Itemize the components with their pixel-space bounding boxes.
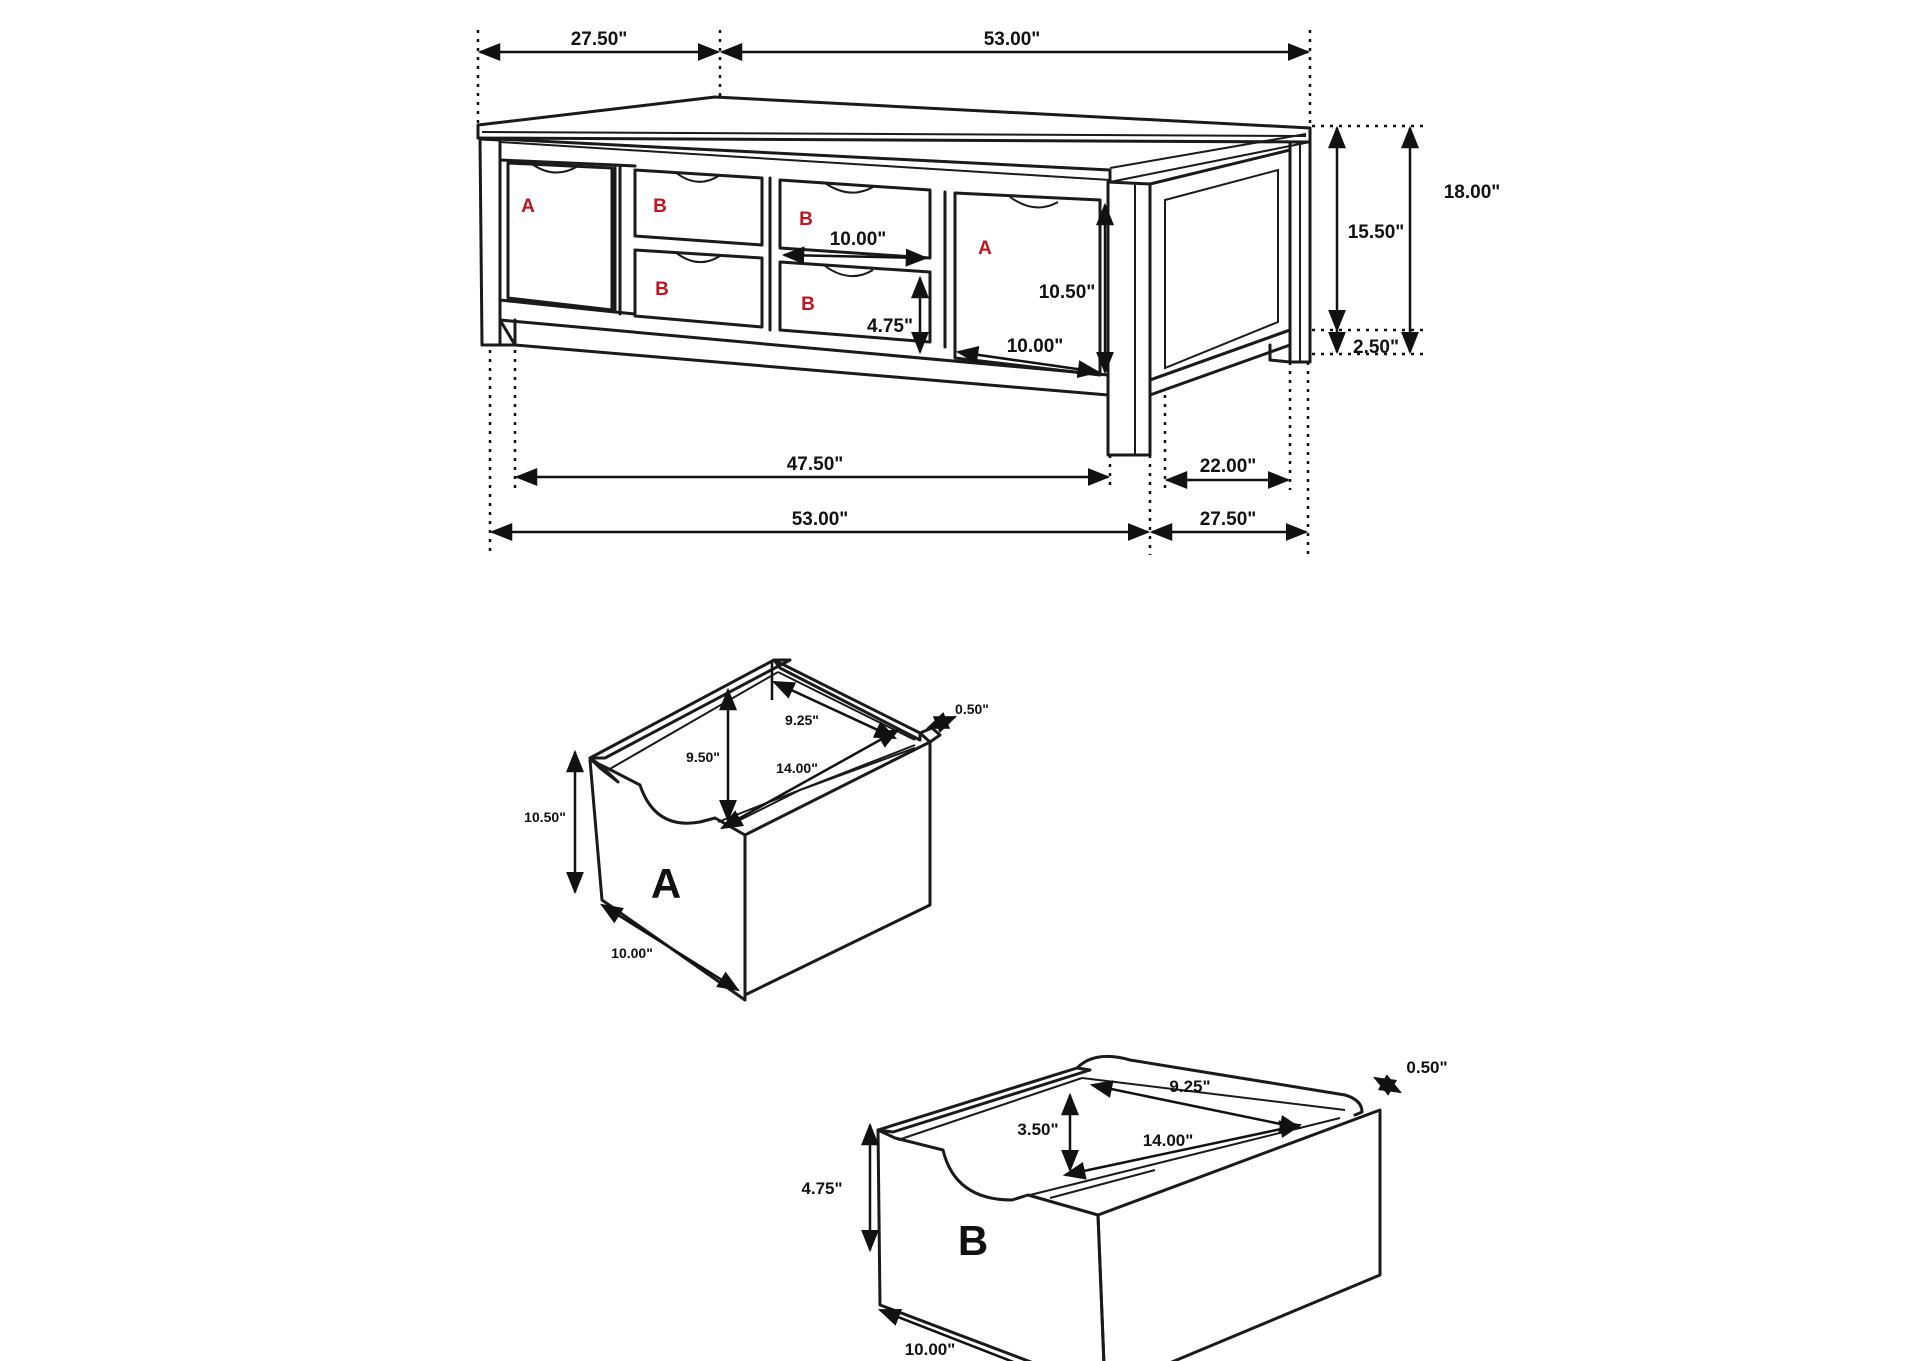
drawer-a-labels: 10.50" 10.00" 9.50" 9.25" 14.00" 0.50" A bbox=[524, 701, 989, 961]
drawer-b-drawing bbox=[876, 1054, 1382, 1361]
base-rail bbox=[498, 318, 1110, 397]
dim-drawer-b-width: 10.00" bbox=[830, 229, 887, 250]
dim-inner-depth: 22.00" bbox=[1200, 456, 1257, 477]
table-dimensions bbox=[476, 30, 1425, 555]
dim-drawer-b-height: 4.75" bbox=[867, 316, 913, 337]
dim-a-thickness: 0.50" bbox=[955, 701, 989, 717]
dim-body-height: 15.50" bbox=[1348, 222, 1405, 243]
drawer-b-bottom-1 bbox=[633, 248, 764, 329]
dim-leg-clearance: 2.50" bbox=[1353, 337, 1399, 358]
dim-total-height: 18.00" bbox=[1444, 182, 1501, 203]
dim-b-inner-width: 9.25" bbox=[1169, 1077, 1210, 1096]
dim-b-inner-height: 3.50" bbox=[1017, 1120, 1058, 1139]
label-drawer-b-top-2: B bbox=[799, 209, 813, 230]
dim-drawer-a-width: 10.00" bbox=[1007, 336, 1064, 357]
coffee-table-drawing bbox=[476, 95, 1312, 457]
label-drawer-a-right: A bbox=[978, 238, 992, 259]
front-right-leg bbox=[1106, 180, 1152, 457]
left-leg bbox=[478, 137, 502, 347]
label-drawer-b-bottom-2: B bbox=[801, 294, 815, 315]
drawer-b-bottom-2 bbox=[778, 260, 932, 344]
tabletop bbox=[476, 95, 1312, 144]
dim-a-inner-height: 9.50" bbox=[686, 749, 720, 765]
drawer-letter-labels: A B B B B A bbox=[521, 196, 992, 315]
drawer-a-dimensions bbox=[566, 660, 958, 992]
dim-a-width: 10.00" bbox=[611, 945, 653, 961]
dim-a-height: 10.50" bbox=[524, 809, 566, 825]
label-drawer-b-bottom-1: B bbox=[655, 279, 669, 300]
label-drawer-b-top-1: B bbox=[653, 196, 667, 217]
dim-b-thickness: 0.50" bbox=[1406, 1058, 1447, 1077]
label-drawer-a-left: A bbox=[521, 196, 535, 217]
dim-top-depth: 27.50" bbox=[571, 29, 628, 50]
dim-base-width: 53.00" bbox=[792, 509, 849, 530]
dim-b-width: 10.00" bbox=[905, 1340, 956, 1359]
drawer-b-labels: 4.75" 10.00" 3.50" 9.25" 14.00" 0.50" B bbox=[801, 1058, 1447, 1359]
dim-base-depth: 27.50" bbox=[1200, 509, 1257, 530]
drawer-a-letter: A bbox=[651, 860, 681, 907]
dim-a-inner-width: 9.25" bbox=[785, 712, 819, 728]
drawer-b-letter: B bbox=[958, 1217, 988, 1264]
table-dimension-labels: 27.50" 53.00" 18.00" 15.50" 2.50" 10.00"… bbox=[571, 29, 1501, 530]
dim-drawer-a-height: 10.50" bbox=[1039, 282, 1096, 303]
dim-inner-width: 47.50" bbox=[787, 454, 844, 475]
dim-a-inner-length: 14.00" bbox=[776, 760, 818, 776]
drawer-a-left bbox=[506, 161, 614, 312]
dim-b-inner-length: 14.00" bbox=[1143, 1131, 1194, 1150]
drawer-b-dimensions bbox=[861, 1074, 1402, 1361]
dim-top-width: 53.00" bbox=[984, 29, 1041, 50]
drawer-b-top-2 bbox=[778, 178, 932, 260]
dim-b-height: 4.75" bbox=[801, 1179, 842, 1198]
